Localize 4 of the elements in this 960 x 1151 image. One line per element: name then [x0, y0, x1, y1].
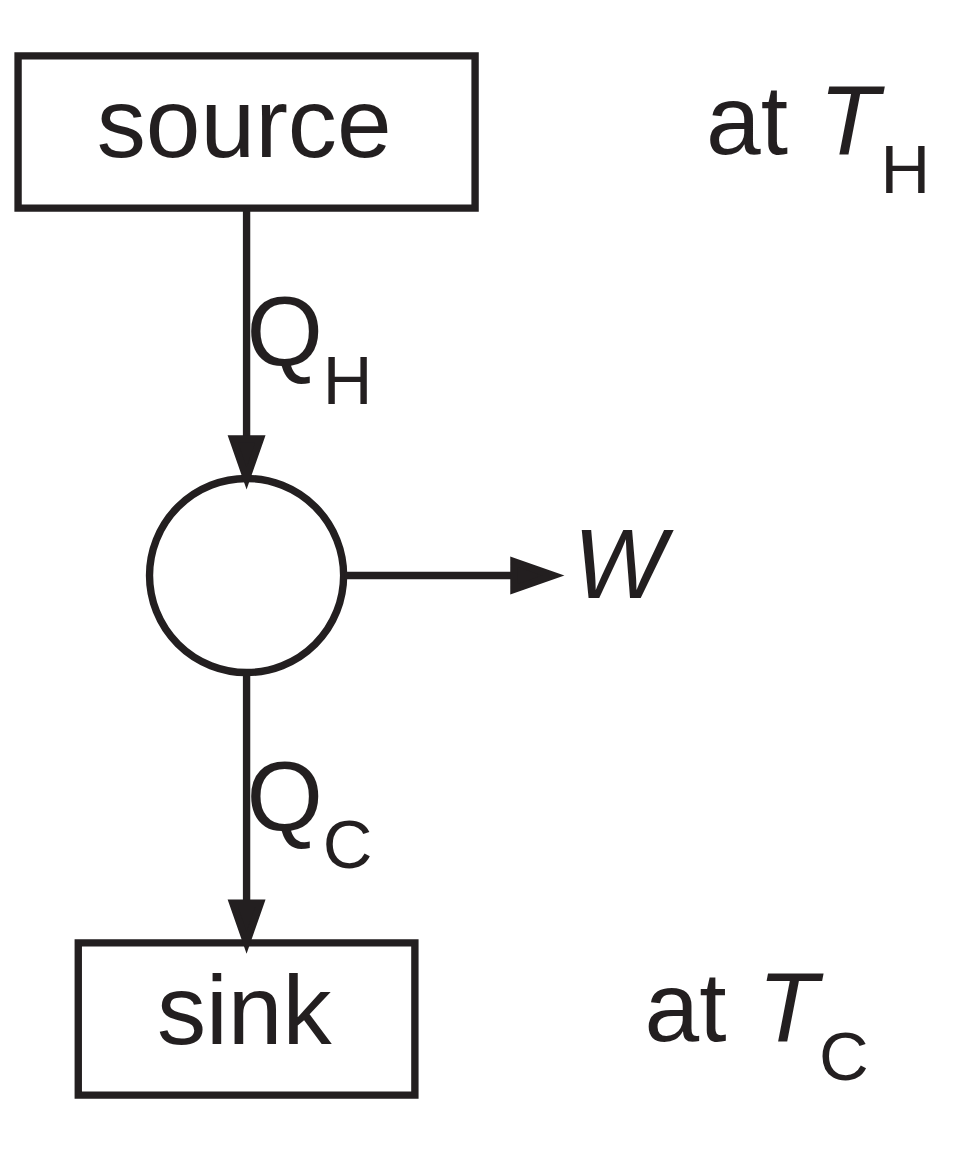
node-label: at T$_{H}$ — [706, 65, 931, 208]
edge-label: Q$_{C}$ — [246, 740, 373, 884]
node-label: at T$_{C}$ — [644, 952, 869, 1095]
edge-label: Q$_{H}$ — [246, 276, 373, 419]
